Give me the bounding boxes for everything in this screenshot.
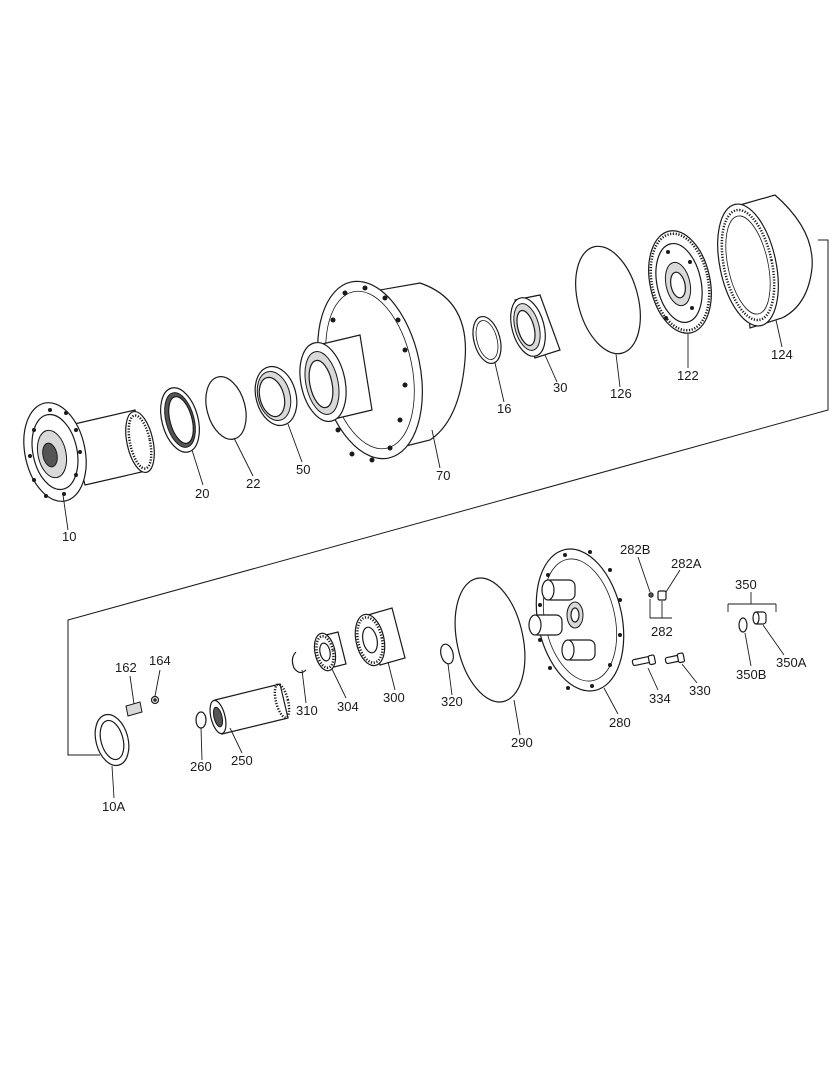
callout-330: 330: [689, 683, 711, 698]
part-30-bearing: [510, 294, 561, 359]
part-122-gear-carrier: [648, 230, 712, 334]
part-162-lock-plate: [125, 701, 143, 717]
part-280-planet-carrier: [528, 548, 625, 692]
callout-164: 164: [149, 653, 171, 668]
part-164-bolt: [150, 695, 160, 705]
part-250-spline-shaft: [209, 683, 291, 735]
callout-334: 334: [649, 691, 671, 706]
callout-300: 300: [383, 690, 405, 705]
part-10a-nut-ring: [94, 713, 130, 767]
callout-250: 250: [231, 753, 253, 768]
callout-122: 122: [677, 368, 699, 383]
callout-20: 20: [195, 486, 209, 501]
callout-280: 280: [609, 715, 631, 730]
callout-22: 22: [246, 476, 260, 491]
leader-lines: [62, 319, 785, 799]
part-304-gear: [313, 631, 347, 672]
part-126-o-ring: [575, 245, 641, 355]
part-70-hub-housing: [299, 280, 467, 463]
part-320-thrust-washer: [440, 643, 454, 665]
callout-50: 50: [296, 462, 310, 477]
callout-16: 16: [497, 401, 511, 416]
part-290-o-ring: [454, 577, 526, 703]
callout-282b: 282B: [620, 542, 650, 557]
callout-350b: 350B: [736, 667, 766, 682]
callout-350: 350: [735, 577, 757, 592]
callout-70: 70: [436, 468, 450, 483]
part-50-bearing: [254, 365, 298, 427]
callout-labels: 10 20 22 50 70 16 30 126 122 124 282B 28…: [62, 347, 807, 814]
callout-162: 162: [115, 660, 137, 675]
callout-320: 320: [441, 694, 463, 709]
part-330-bolt: [664, 652, 686, 665]
callout-304: 304: [337, 699, 359, 714]
callout-260: 260: [190, 759, 212, 774]
part-350-drain-plug: [727, 592, 777, 633]
part-260-o-ring: [195, 711, 207, 729]
callout-282: 282: [651, 624, 673, 639]
part-22-o-ring: [205, 376, 247, 440]
part-16-snap-ring: [472, 315, 502, 365]
callout-30: 30: [553, 380, 567, 395]
callout-310: 310: [296, 703, 318, 718]
part-300-sun-gear: [354, 607, 406, 667]
callout-124: 124: [771, 347, 793, 362]
callout-282a: 282A: [671, 556, 702, 571]
callout-10: 10: [62, 529, 76, 544]
callout-290: 290: [511, 735, 533, 750]
callout-350a: 350A: [776, 655, 807, 670]
callout-126: 126: [610, 386, 632, 401]
part-10-output-flange: [23, 402, 155, 502]
part-124-ring-gear: [717, 194, 813, 329]
part-20-seal: [160, 387, 200, 453]
callout-10a: 10A: [102, 799, 125, 814]
part-282-plug: [648, 590, 672, 619]
assembly-frame-line: [67, 239, 829, 756]
part-334-bolt: [631, 654, 657, 667]
part-310-snap-ring: [291, 651, 307, 674]
